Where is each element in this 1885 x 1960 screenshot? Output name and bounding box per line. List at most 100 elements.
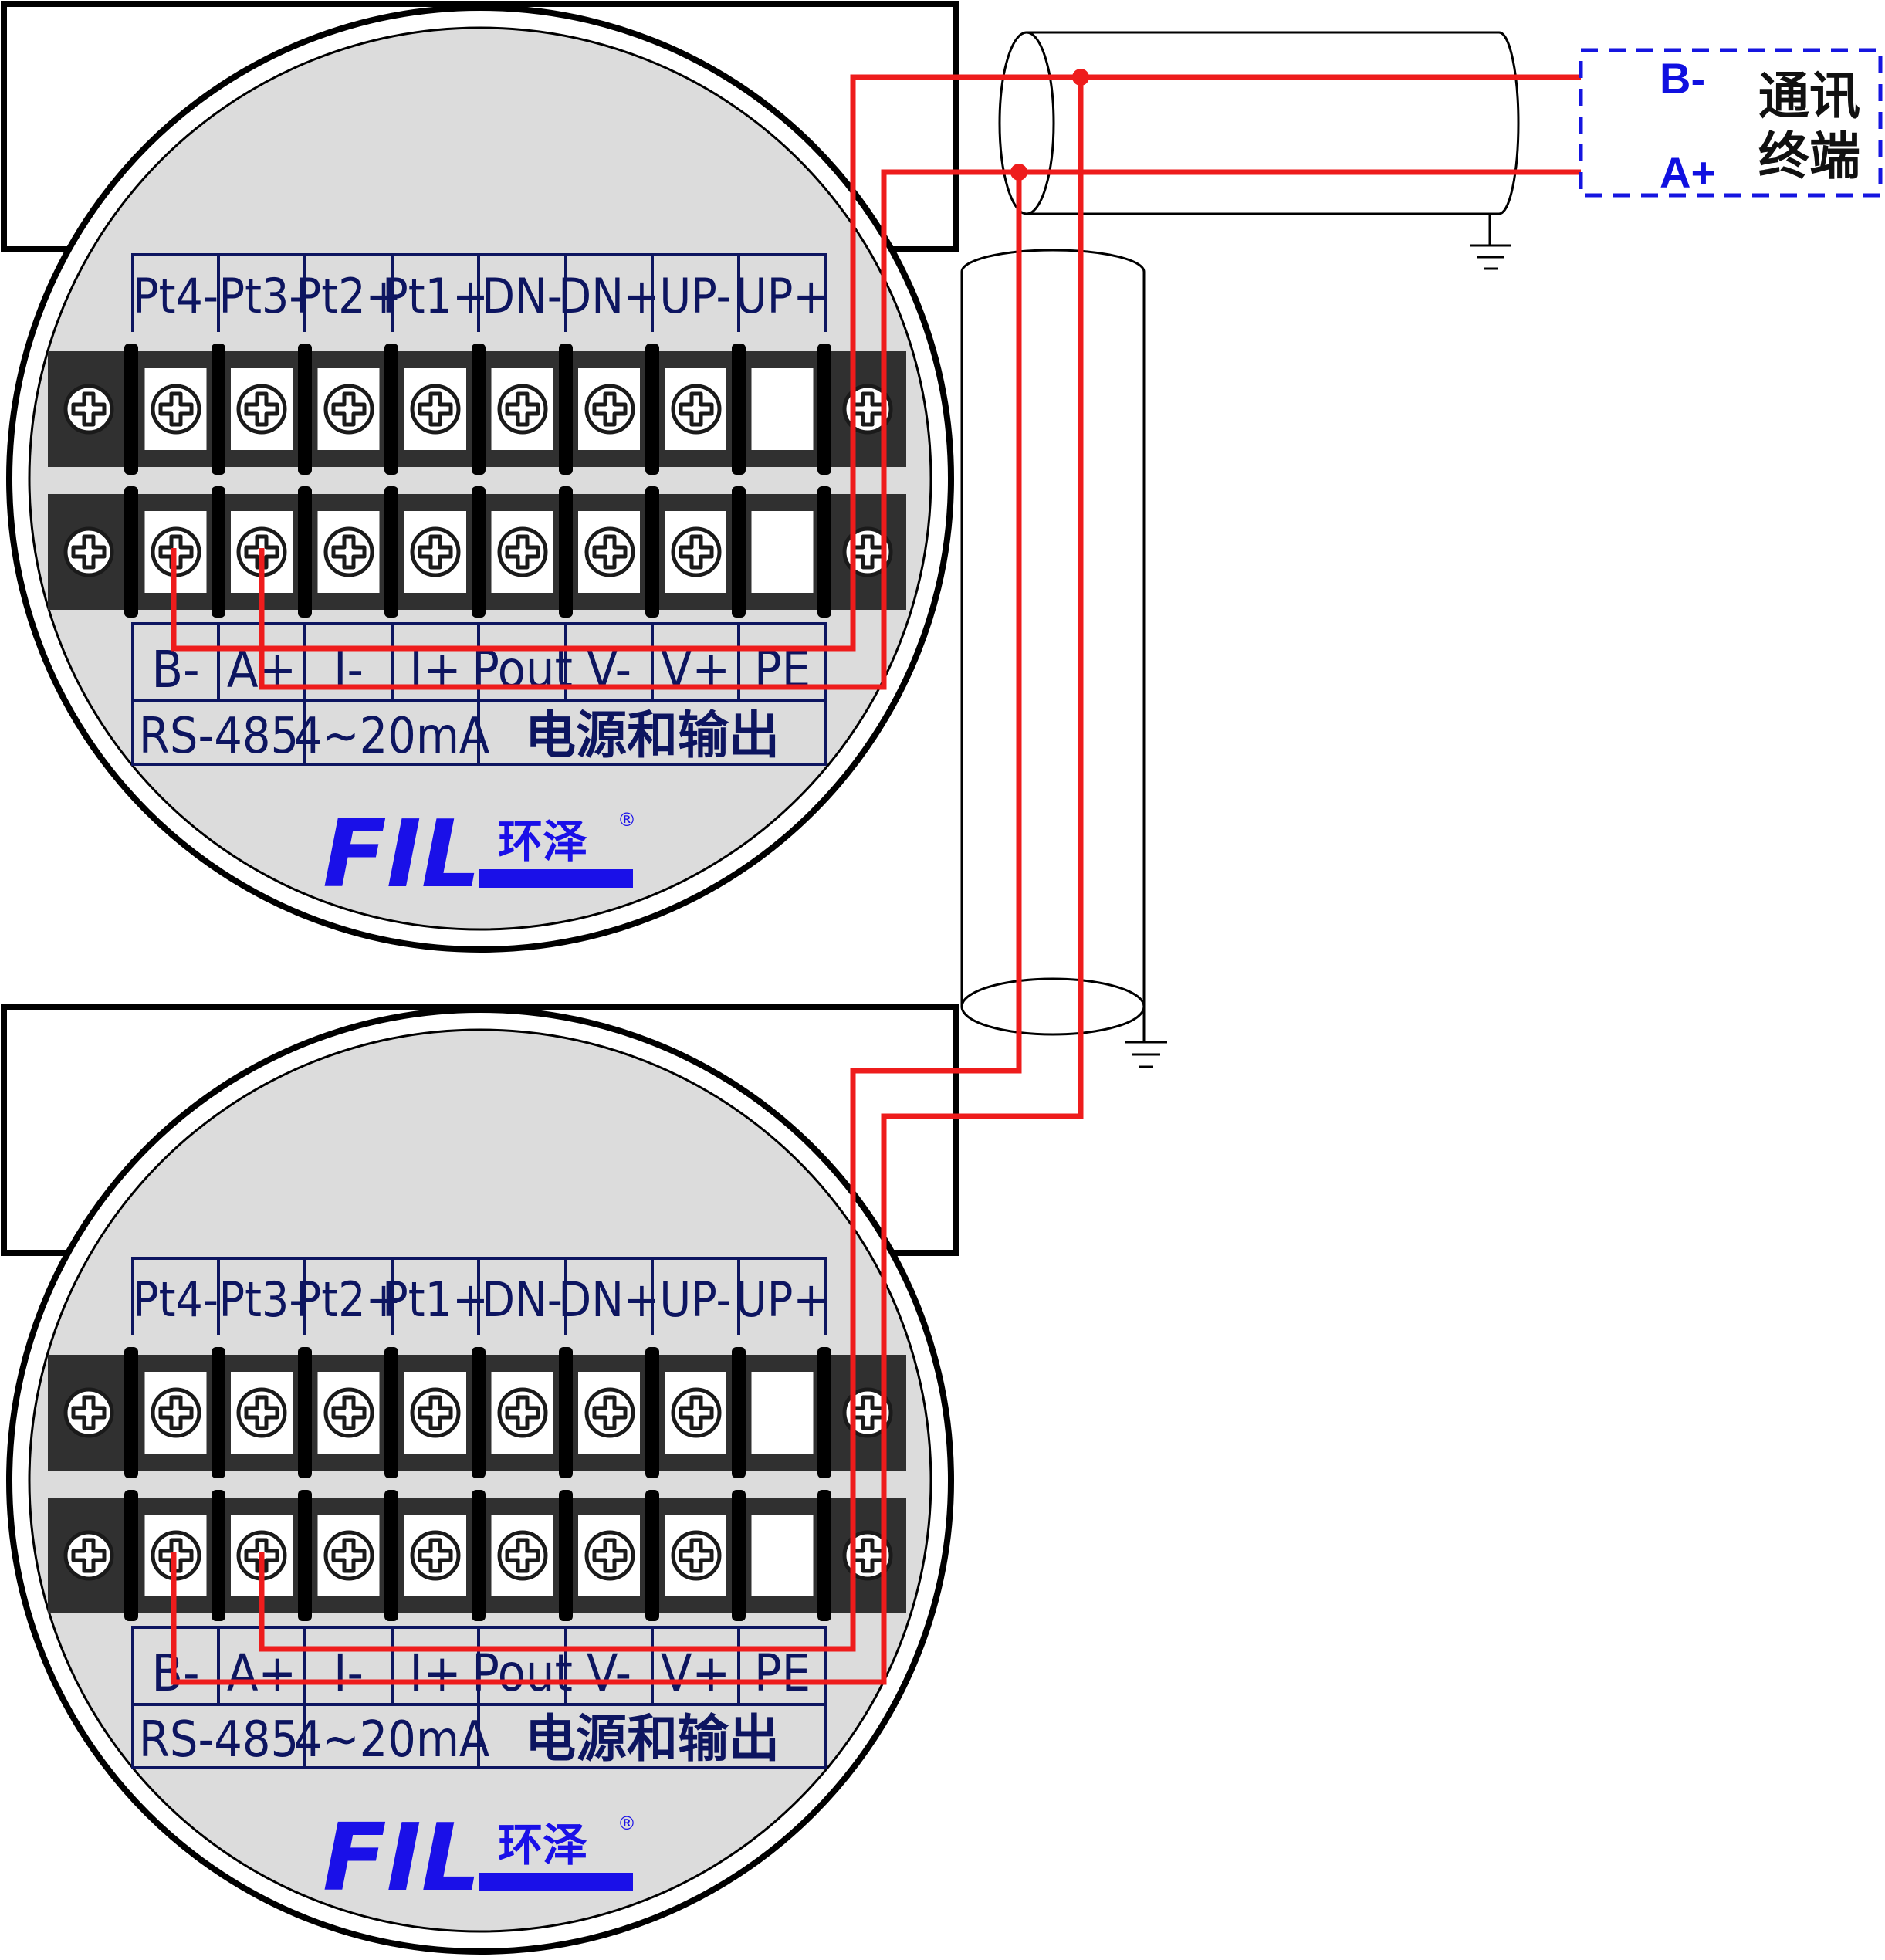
screw-icon[interactable]	[326, 1390, 372, 1436]
terminal-separator	[559, 344, 573, 475]
brand-logo-letters: FIL	[323, 1805, 481, 1912]
terminal-separator	[472, 1347, 486, 1478]
terminal-separator	[472, 344, 486, 475]
terminal-separator	[124, 344, 138, 475]
terminal-top-label: Pt2+	[296, 268, 402, 324]
group-power-label: 电源和输出	[525, 706, 780, 765]
terminal-separator	[298, 1347, 312, 1478]
screw-icon[interactable]	[673, 1532, 719, 1579]
terminal-separator	[559, 1490, 573, 1621]
terminal-separator	[732, 344, 746, 475]
terminal-separator	[212, 344, 225, 475]
group-current-label: 4~20mA	[294, 1711, 490, 1769]
screw-icon[interactable]	[66, 1390, 112, 1436]
screw-icon[interactable]	[673, 1390, 719, 1436]
terminal-b-label: B-	[1660, 54, 1705, 103]
brand-underline	[479, 1873, 633, 1891]
registered-mark: ®	[618, 1813, 636, 1834]
screw-icon[interactable]	[66, 386, 112, 432]
cable-between-devices	[960, 249, 1146, 1042]
junction-a	[1010, 164, 1027, 181]
terminal-top-label: DN+	[558, 268, 659, 324]
terminal-separator	[298, 1490, 312, 1621]
terminal-separator	[298, 486, 312, 618]
device-2-labels: Pt4-Pt3-Pt2+Pt1+DN-DN+UP-UP+B-A+I-I+Pout…	[66, 1257, 891, 1912]
screw-icon[interactable]	[499, 1390, 546, 1436]
terminal-top-label: DN+	[558, 1271, 659, 1328]
wire-b-trunk	[171, 77, 1084, 1685]
rs485-wiring	[171, 74, 1644, 1685]
terminal-bottom-label: PE	[754, 1643, 811, 1703]
screw-icon[interactable]	[499, 1532, 546, 1579]
screw-icon[interactable]	[153, 1390, 199, 1436]
brand-name: 环泽	[498, 1819, 587, 1871]
group-rs485-label: RS-485	[139, 1711, 299, 1769]
cable-to-terminal	[998, 31, 1520, 245]
terminal-separator	[472, 486, 486, 618]
screw-icon[interactable]	[587, 1532, 633, 1579]
terminal-separator	[212, 486, 225, 618]
wire-a-device1	[259, 169, 1644, 690]
terminal-separator	[559, 486, 573, 618]
panel-2	[28, 1028, 932, 1933]
wire-b-device1	[171, 74, 1644, 652]
registered-mark: ®	[618, 809, 636, 831]
terminal-bottom-label: V+	[661, 1643, 730, 1703]
screw-icon[interactable]	[239, 386, 285, 432]
terminal-top-label: DN-	[482, 1271, 563, 1328]
terminal-separator	[559, 1347, 573, 1478]
screw-icon[interactable]	[499, 386, 546, 432]
screw-icon[interactable]	[326, 386, 372, 432]
terminal-separator	[817, 1347, 831, 1478]
screw-icon[interactable]	[66, 529, 112, 575]
ground-icon	[1125, 1041, 1167, 1068]
terminal-top-label: Pt3-	[218, 268, 304, 324]
screw-icon[interactable]	[499, 529, 546, 575]
screw-icon[interactable]	[673, 386, 719, 432]
screw-icon[interactable]	[587, 529, 633, 575]
terminal-bottom-label: A+	[227, 1643, 296, 1703]
wire-junctions	[1010, 69, 1089, 181]
brand-name: 环泽	[498, 815, 587, 868]
terminal-pad	[751, 1515, 814, 1596]
ground-icon	[1470, 244, 1511, 270]
terminal-bottom-label: Pout	[472, 1643, 573, 1703]
terminal-top-label: DN-	[482, 268, 563, 324]
device-1-labels: Pt4-Pt3-Pt2+Pt1+DN-DN+UP-UP+B-A+I-I+Pout…	[66, 253, 891, 909]
terminal-separator	[732, 486, 746, 618]
brand-logo: FIL 环泽 ®	[323, 1805, 636, 1912]
screw-icon[interactable]	[153, 386, 199, 432]
communication-terminal: B- A+ 通讯 终端	[1579, 48, 1883, 198]
terminal-separator	[472, 1490, 486, 1621]
screw-icon[interactable]	[587, 1390, 633, 1436]
terminal-separator	[298, 344, 312, 475]
terminal-separator	[817, 1490, 831, 1621]
screw-icon[interactable]	[412, 386, 459, 432]
wire-a-trunk	[259, 172, 1022, 1652]
screw-icon[interactable]	[326, 529, 372, 575]
panel-1	[28, 26, 932, 931]
terminal-separator	[384, 1347, 398, 1478]
terminal-pad	[751, 368, 814, 450]
terminal-top-label: Pt2+	[296, 1271, 402, 1328]
terminal-bottom-label: I-	[333, 1643, 364, 1703]
terminal-bottom-label: I+	[409, 1643, 461, 1703]
terminal-a-label: A+	[1660, 148, 1716, 197]
screw-icon[interactable]	[412, 1390, 459, 1436]
terminal-separator	[817, 344, 831, 475]
terminal-separator	[384, 1490, 398, 1621]
screw-icon[interactable]	[587, 386, 633, 432]
screw-icon[interactable]	[412, 1532, 459, 1579]
terminal-top-label: UP-	[659, 1271, 731, 1328]
screw-icon[interactable]	[239, 1390, 285, 1436]
screw-icon[interactable]	[326, 1532, 372, 1579]
screw-icon[interactable]	[673, 529, 719, 575]
screw-icon[interactable]	[66, 1532, 112, 1579]
terminal-bottom-label: V-	[587, 1643, 631, 1703]
terminal-separator	[384, 344, 398, 475]
terminal-separator	[645, 1347, 659, 1478]
terminal-top-label: Pt3-	[218, 1271, 304, 1328]
screw-icon[interactable]	[412, 529, 459, 575]
